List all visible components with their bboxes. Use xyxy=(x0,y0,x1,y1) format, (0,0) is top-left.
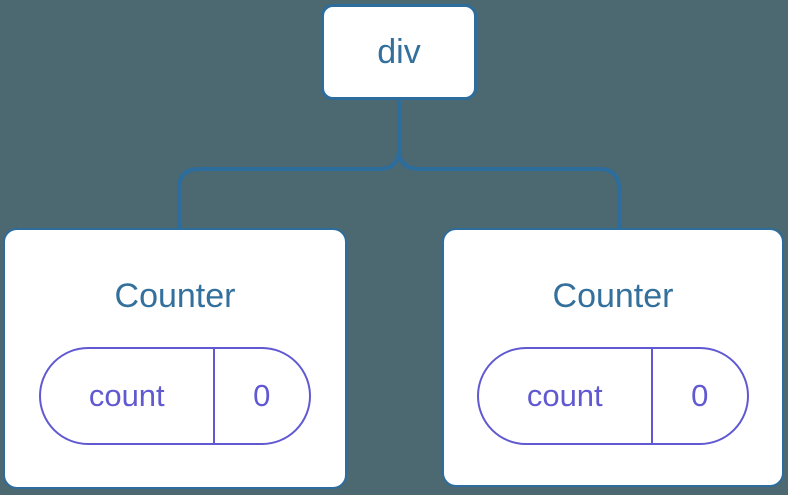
counter-right-state-pill: count 0 xyxy=(477,347,749,445)
counter-left-title: Counter xyxy=(114,277,236,315)
counter-left-state-pill: count 0 xyxy=(39,347,311,445)
tree-node-counter-left: Counter count 0 xyxy=(3,228,347,489)
tree-node-counter-right: Counter count 0 xyxy=(442,228,784,487)
state-key-label: count xyxy=(479,349,653,443)
state-key-label: count xyxy=(41,349,215,443)
div-node-label: div xyxy=(377,32,421,71)
state-value: 0 xyxy=(253,378,271,413)
counter-right-title: Counter xyxy=(552,277,674,315)
tree-node-div: div xyxy=(321,4,477,100)
connector-left-branch xyxy=(177,100,401,229)
state-value: 0 xyxy=(691,378,709,413)
connector-right-branch xyxy=(397,100,621,229)
